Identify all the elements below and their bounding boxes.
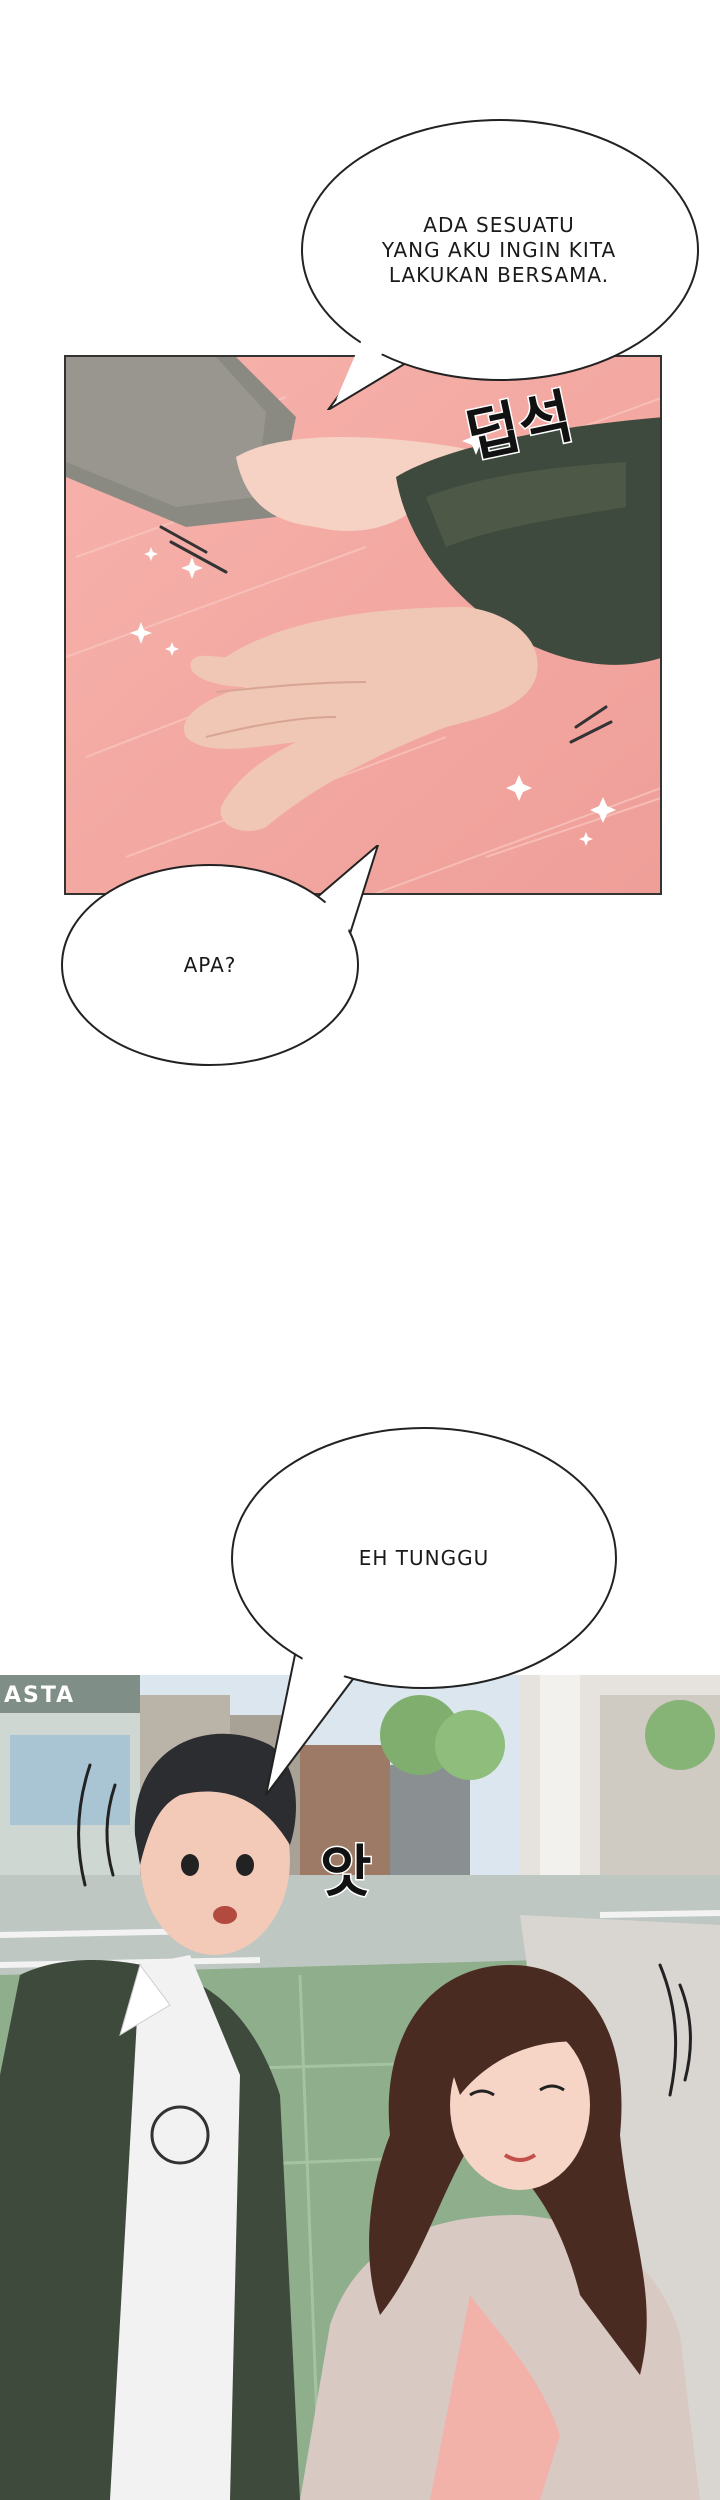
speech-bubble-1: ADA SESUATU YANG AKU INGIN KITA LAKUKAN … bbox=[296, 110, 702, 410]
panel-street: ASTA 앗 bbox=[0, 1675, 720, 2500]
bubble-3-shape bbox=[231, 1427, 617, 1796]
panel-hands: 덥석 bbox=[64, 355, 662, 895]
speech-bubble-2: APA? bbox=[58, 845, 388, 1070]
bubble-1-text: ADA SESUATU YANG AKU INGIN KITA LAKUKAN … bbox=[381, 212, 617, 287]
hands-illustration bbox=[66, 357, 660, 893]
sfx-surprise: 앗 bbox=[319, 1840, 374, 1905]
bubble-3-text: EH TUNGGU bbox=[358, 1545, 490, 1570]
bubble-2-shape bbox=[61, 845, 379, 1066]
speech-bubble-3: EH TUNGGU bbox=[226, 1420, 626, 1800]
background-shop-sign: ASTA bbox=[4, 1683, 76, 1708]
street-illustration bbox=[0, 1675, 720, 2500]
bubble-2-text: APA? bbox=[183, 952, 237, 977]
bubble-1-shape bbox=[301, 119, 699, 410]
